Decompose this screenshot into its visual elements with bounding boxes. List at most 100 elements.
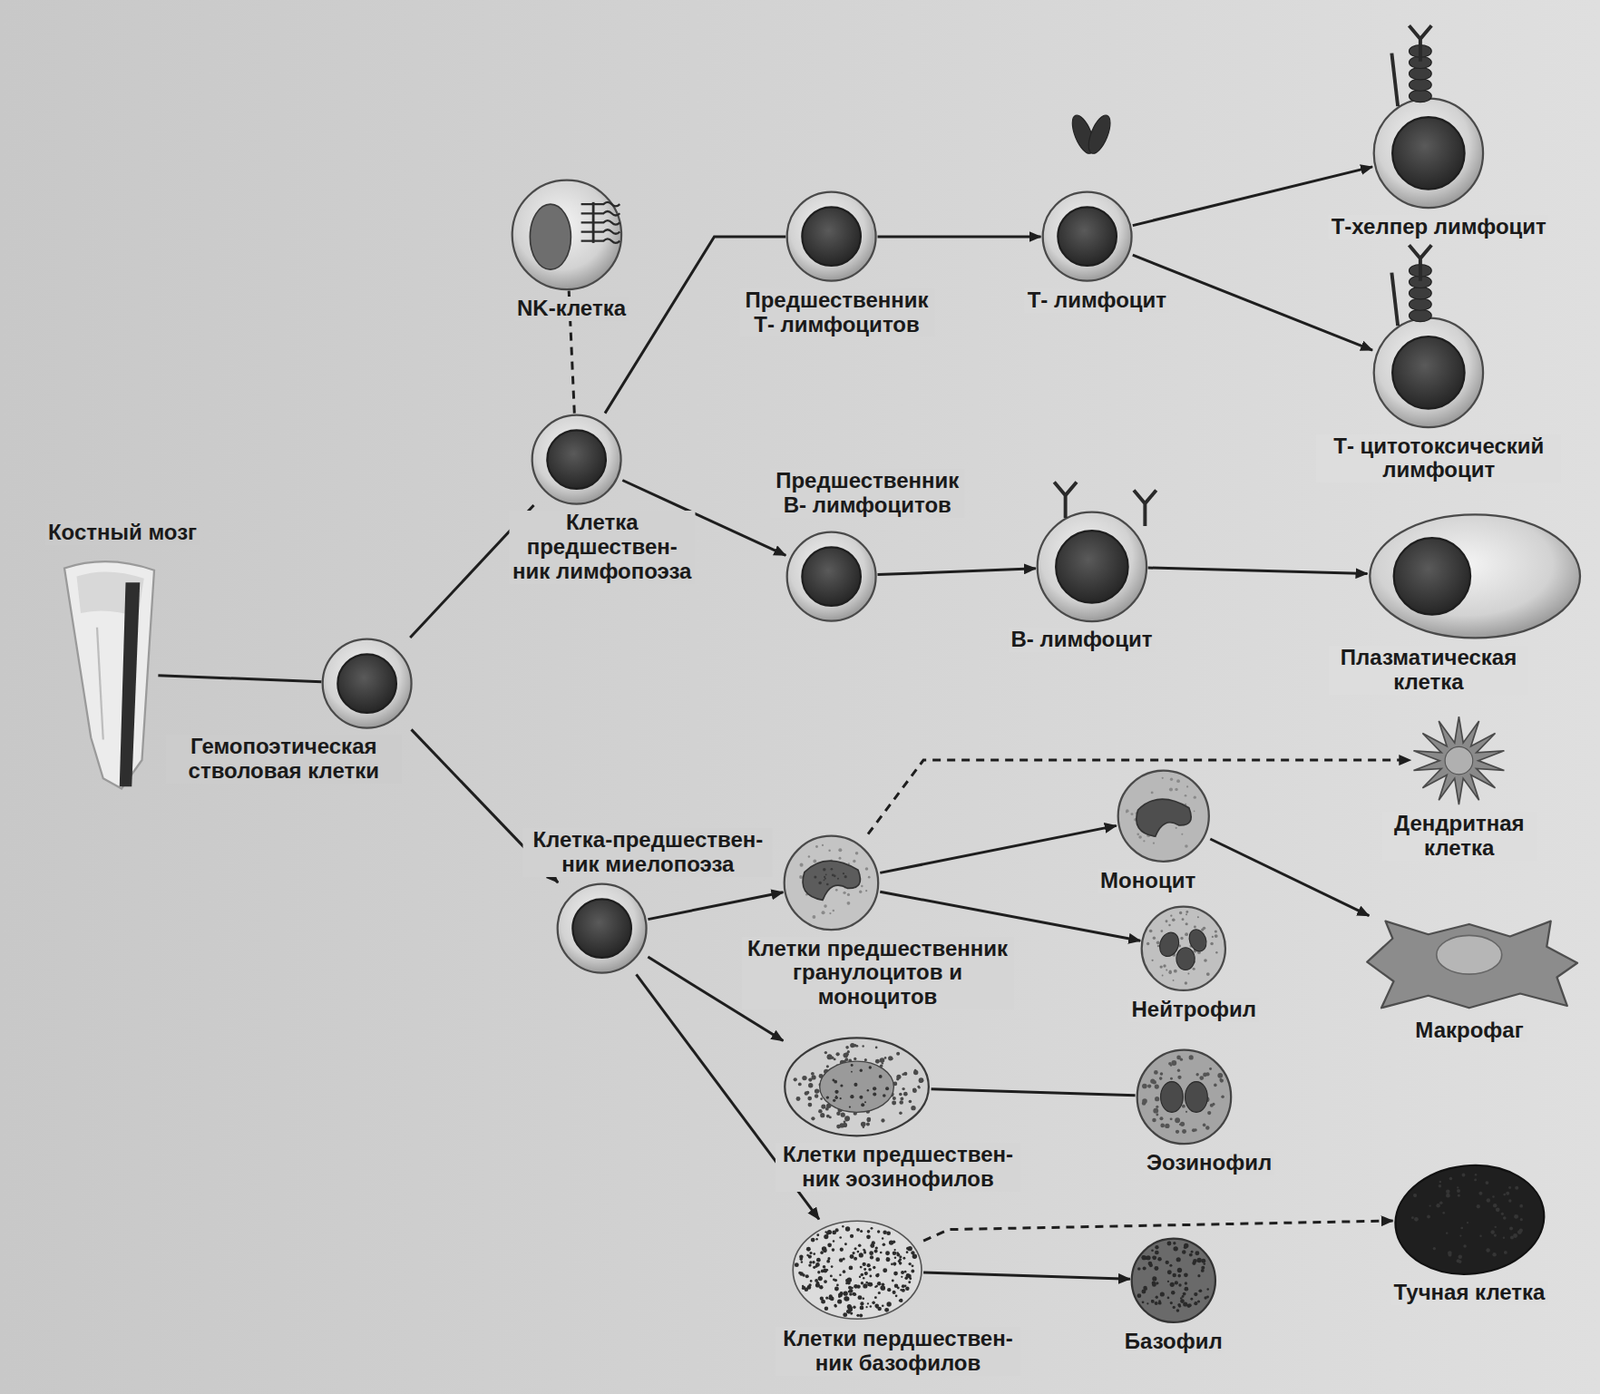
cell-drawing [1163, 965, 1167, 968]
cell-drawing [1492, 1251, 1497, 1257]
cell-drawing [808, 1255, 812, 1259]
cell-label: Макрофаг [1412, 1018, 1526, 1044]
cell-drawing [899, 1100, 905, 1105]
cell-drawing [824, 1307, 830, 1312]
cell-drawing [843, 890, 847, 894]
cell-drawing [119, 582, 141, 787]
cell-drawing [1502, 1236, 1504, 1239]
cell-drawing [867, 1089, 869, 1092]
cell-illustration [1372, 316, 1485, 430]
cell-drawing [1200, 1258, 1206, 1264]
cell-illustration [785, 530, 878, 623]
cell-drawing [1193, 1292, 1198, 1297]
cell-drawing [899, 1111, 904, 1115]
cell-drawing [1184, 982, 1188, 986]
cell-drawing [798, 1271, 801, 1275]
cell-drawing [885, 1251, 890, 1257]
cell-drawing [1206, 1296, 1210, 1299]
cell-drawing [1436, 935, 1503, 975]
cell-drawing [787, 192, 877, 282]
cell-drawing [1192, 810, 1195, 813]
cell-drawing [867, 1303, 869, 1306]
cell-drawing [891, 1279, 895, 1283]
cell-drawing [825, 1297, 829, 1300]
cell-drawing [863, 1249, 866, 1252]
cell-drawing [875, 1258, 880, 1263]
cell-drawing [840, 1083, 844, 1087]
cell-drawing [886, 1231, 891, 1237]
cell-illustration [1356, 916, 1582, 1014]
cell-drawing [849, 1234, 854, 1239]
cell-drawing [847, 892, 850, 896]
cell-drawing [1447, 1252, 1452, 1257]
cell-drawing [825, 1107, 830, 1112]
cell-drawing [1131, 1239, 1216, 1323]
cell-drawing [1479, 1234, 1482, 1237]
cell-drawing [850, 1094, 855, 1099]
cell-illustration [56, 556, 159, 791]
cell-drawing [835, 888, 839, 892]
cell-drawing [1389, 1157, 1550, 1281]
cell-drawing [1160, 930, 1164, 934]
cell-drawing [1167, 1269, 1172, 1275]
cell-drawing [906, 1251, 909, 1255]
cell-drawing [864, 1271, 869, 1276]
cell-drawing [865, 867, 869, 871]
cell-drawing [1149, 1263, 1153, 1268]
cell-drawing [848, 1266, 853, 1271]
cell-drawing [897, 1052, 901, 1056]
cell-drawing [867, 1282, 872, 1288]
cell-drawing [1209, 942, 1214, 947]
cell-drawing [784, 835, 879, 930]
cell-drawing [814, 1088, 820, 1093]
cell-drawing [1485, 1248, 1491, 1253]
cell-drawing [1181, 1104, 1186, 1109]
cell-drawing [819, 1285, 824, 1290]
cell-drawing [1188, 1303, 1192, 1308]
connector-arrow [1148, 567, 1368, 575]
cell-drawing [1174, 788, 1178, 791]
cell-drawing [1484, 1180, 1489, 1185]
cell-drawing [1150, 791, 1153, 795]
cell-drawing [839, 1097, 842, 1100]
cell-drawing [1502, 1192, 1506, 1196]
cell-drawing [862, 1248, 866, 1252]
cell-label: Т-хелпер лимфоцит [1328, 214, 1550, 240]
cell-drawing [818, 1276, 823, 1281]
cell-drawing [1169, 971, 1173, 976]
cell-drawing [862, 1284, 868, 1289]
cell-node: Нейтрофил [1140, 905, 1228, 993]
cell-drawing [844, 1243, 848, 1247]
cell-drawing [1179, 911, 1182, 915]
cell-drawing [821, 1247, 827, 1252]
cell-drawing [1117, 770, 1209, 862]
cell-drawing [1161, 975, 1164, 977]
cell-drawing [1172, 1241, 1176, 1245]
cell-drawing [1152, 1108, 1159, 1114]
cell-drawing [1174, 1280, 1179, 1285]
cell-drawing [865, 889, 868, 892]
cell-drawing [1457, 1193, 1461, 1197]
cell-drawing [1492, 1195, 1494, 1198]
cell-node: Базофил [1130, 1237, 1218, 1325]
cell-drawing [878, 1291, 881, 1295]
connector-arrow [879, 891, 1141, 941]
cell-illustration [321, 637, 413, 730]
cell-drawing [874, 1297, 878, 1300]
cell-drawing [805, 1275, 810, 1279]
cell-drawing [1492, 1203, 1498, 1209]
cell-drawing [1457, 1254, 1463, 1259]
cell-node: Т- цитотоксический лимфоцит [1372, 316, 1485, 430]
cell-drawing [888, 1240, 894, 1246]
cell-drawing [892, 1251, 898, 1257]
connector-arrow [1209, 839, 1369, 917]
cell-drawing [860, 1281, 864, 1285]
cell-drawing [813, 858, 818, 863]
cell-drawing [1220, 1079, 1223, 1082]
cell-drawing [847, 901, 851, 906]
cell-drawing [1178, 1305, 1181, 1308]
cell-drawing [808, 855, 810, 858]
cell-node: Дендритная клетка [1410, 714, 1508, 807]
cell-drawing [850, 1063, 854, 1067]
cell-drawing [1392, 336, 1464, 409]
